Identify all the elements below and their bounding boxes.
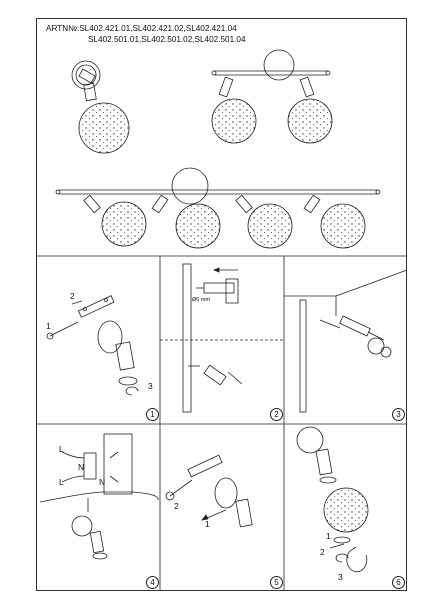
step-number-5: 5 [270,576,283,589]
step-6-label-1: 1 [326,531,331,541]
double-spot-lamp [211,49,333,144]
step-1-label-2: 2 [70,291,75,301]
step-6-label-3: 3 [338,572,343,582]
article-numbers-line-1: ARTN№:SL402.421.01,SL402.421.02,SL402.42… [46,24,237,33]
wire-label-l-top: L [59,444,64,454]
step-3-drawing [284,269,408,413]
step-5-label-2: 2 [174,501,179,511]
step-6-drawing [296,426,369,573]
wire-label-n-top: N [78,462,85,472]
step-2-drawing [160,263,284,413]
step-1-label-3: 3 [148,381,153,391]
step-number-3: 3 [392,408,405,421]
step-6-label-2: 2 [320,547,325,557]
instruction-sheet [36,18,407,591]
step-number-6: 6 [392,576,405,589]
single-spot-lamp [71,60,130,154]
quad-spot-lamp [55,167,381,249]
step-number-4: 4 [146,576,159,589]
drill-size-label: Ø6 mm [192,297,211,303]
step-number-2: 2 [270,408,283,421]
article-numbers-line-2: SL402.501.01,SL402.501.02,SL402.501.04 [88,35,246,44]
step-number-1: 1 [146,408,159,421]
step-1-label-1: 1 [46,321,51,331]
step-5-drawing [165,454,253,528]
step-1-drawing [46,295,139,396]
wire-label-n-bottom: N [99,477,106,487]
wire-label-l-bottom: L [59,477,64,487]
step-4-drawing [39,433,159,560]
step-5-label-1: 1 [205,519,210,529]
